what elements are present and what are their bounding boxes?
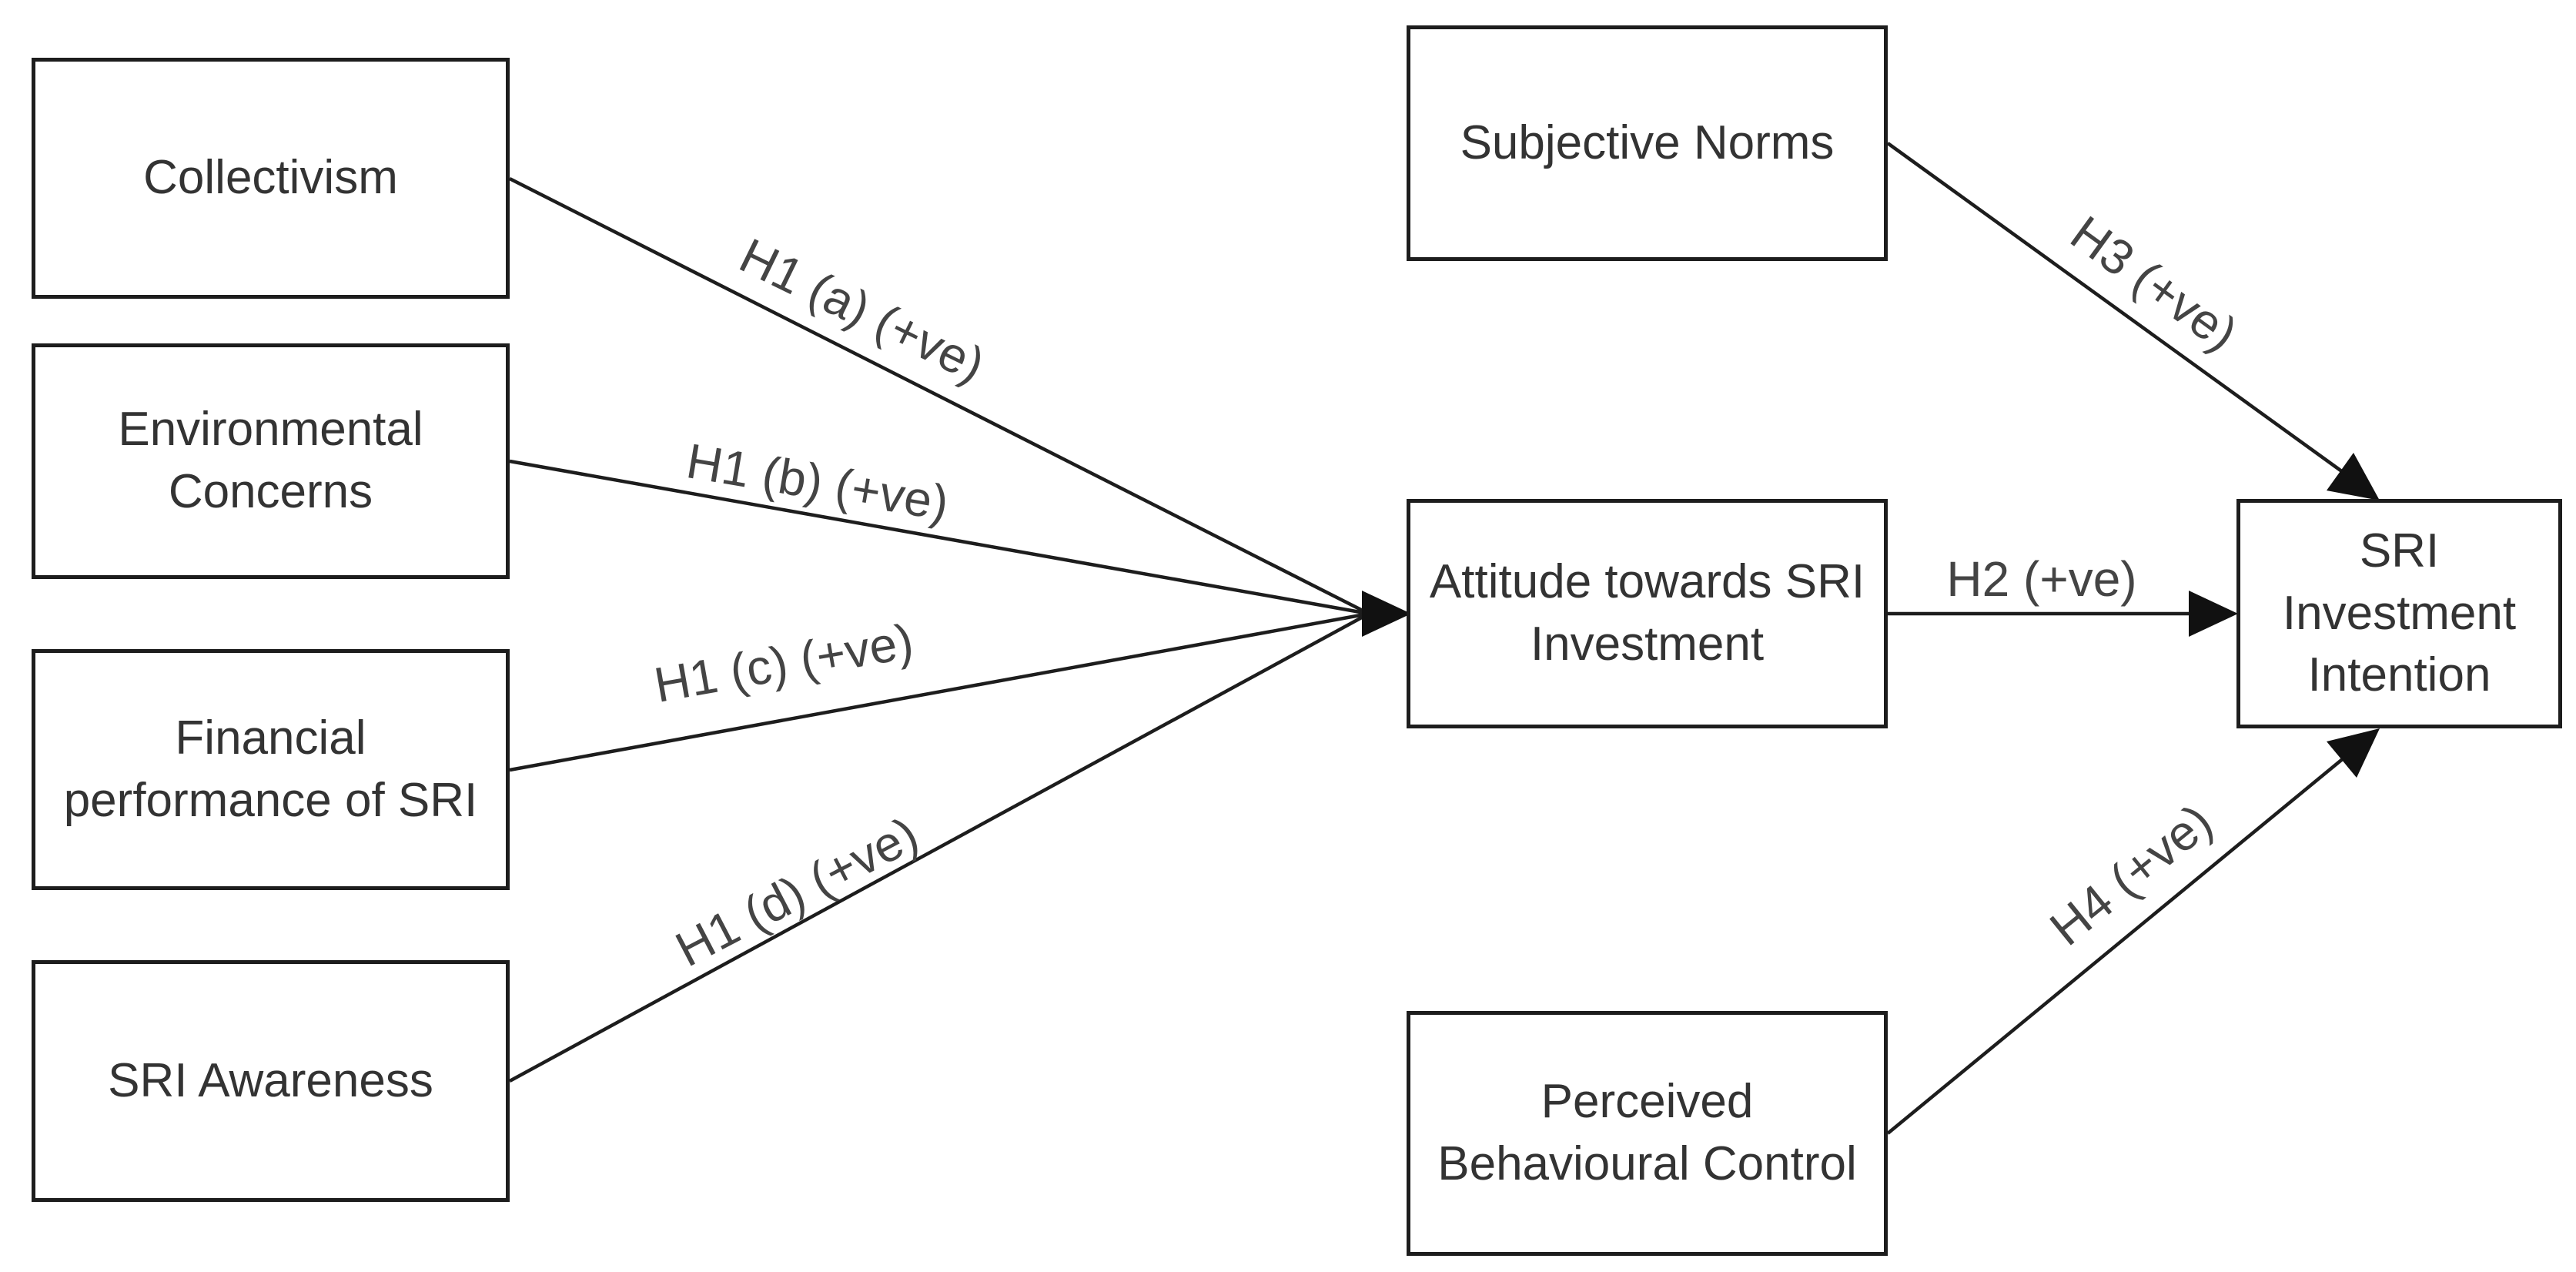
h4-arrowhead-icon <box>2327 728 2380 778</box>
node-subjective-norms: Subjective Norms <box>1407 25 1888 261</box>
node-perceived-behavioural-control: Perceived Behavioural Control <box>1407 1011 1888 1256</box>
node-pbc-label: Perceived Behavioural Control <box>1437 1075 1857 1190</box>
edge-h3-line <box>1886 142 2344 474</box>
node-attitude-label: Attitude towards SRI Investment <box>1429 555 1865 671</box>
node-financial-performance: Financial performance of SRI <box>32 649 510 890</box>
edge-label-h2: H2 (+ve) <box>1946 551 2137 607</box>
converge-arrowhead-icon <box>1362 591 1411 637</box>
h2-arrowhead-icon <box>2189 591 2238 637</box>
node-subjective-norms-label: Subjective Norms <box>1460 115 1835 169</box>
node-environmental-concerns-label: Environmental Concerns <box>118 403 423 518</box>
node-collectivism-label: Collectivism <box>143 151 398 205</box>
edge-h1d-line <box>508 612 1370 1083</box>
edge-h1a-line <box>508 176 1370 616</box>
h3-arrowhead-icon <box>2327 453 2380 500</box>
node-attitude-towards-sri-investment: Attitude towards SRI Investment <box>1407 499 1888 728</box>
edge-h1b-line <box>509 459 1370 616</box>
node-sri-awareness: SRI Awareness <box>32 960 510 1202</box>
node-environmental-concerns: Environmental Concerns <box>32 343 510 579</box>
node-collectivism: Collectivism <box>32 58 510 299</box>
node-sri-awareness-label: SRI Awareness <box>108 1053 433 1107</box>
edge-h1c-line <box>509 611 1370 772</box>
node-intention-label: SRI Investment Intention <box>2282 524 2517 702</box>
node-sri-investment-intention: SRI Investment Intention <box>2236 499 2562 728</box>
edge-h4-line <box>1886 756 2346 1135</box>
node-financial-performance-label: Financial performance of SRI <box>63 711 478 827</box>
